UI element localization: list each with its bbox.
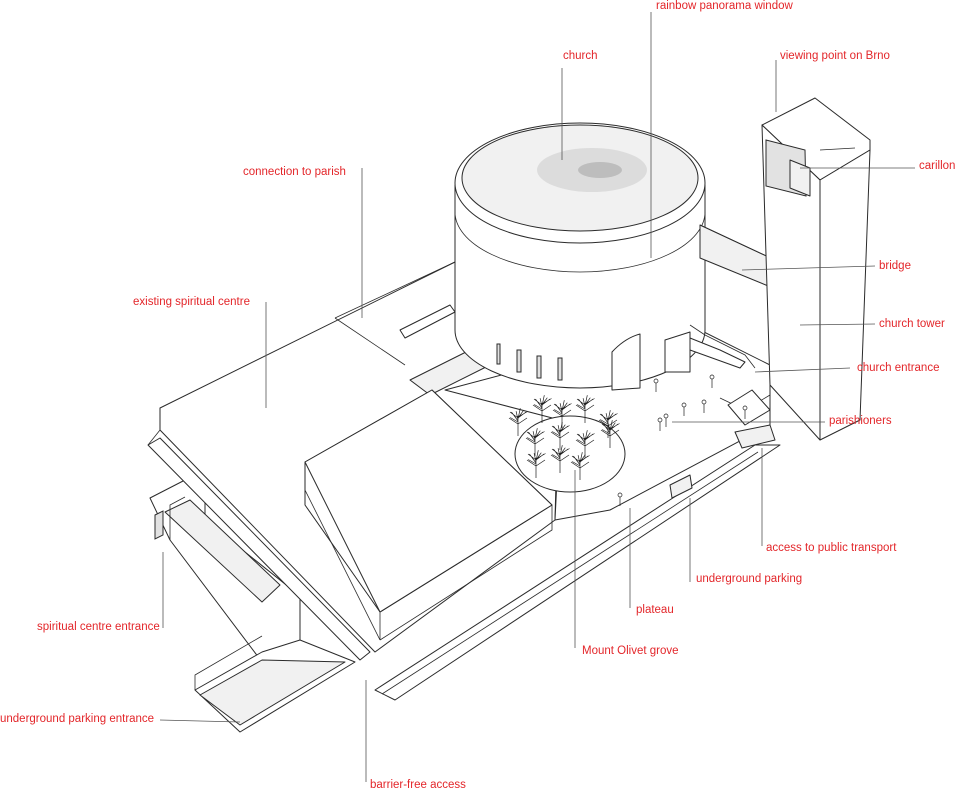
grove-trees: [508, 395, 620, 480]
label-mount-olivet-grove: Mount Olivet grove: [582, 645, 679, 657]
leader-lines: [159, 12, 915, 782]
tree-icon: [598, 410, 618, 438]
church-tower: [761, 97, 871, 441]
raised-roof-block: [304, 389, 553, 641]
tree-icon: [525, 428, 545, 456]
label-underground-parking: underground parking: [696, 573, 803, 585]
church-cylinder: [454, 122, 706, 391]
label-church-tower: church tower: [879, 318, 945, 330]
mount-olivet-grove: [514, 415, 626, 493]
label-underground-parking-entrance: underground parking entrance: [0, 713, 155, 725]
label-spiritual-centre-entrance: spiritual centre entrance: [37, 621, 160, 633]
underground-parking-strip: [374, 444, 781, 701]
tree-icon: [570, 452, 590, 480]
tree-icon: [526, 450, 546, 478]
label-parishioners: parishioners: [829, 415, 892, 427]
tree-icon: [600, 420, 620, 448]
tree-icon: [550, 422, 570, 450]
label-church-entrance: church entrance: [857, 362, 940, 374]
parishioners-figures: [617, 374, 748, 506]
label-rainbow-panorama-window: rainbow panorama window: [656, 0, 793, 12]
spiritual-centre-entrance-wing: [149, 479, 356, 733]
label-carillon: carillon: [919, 160, 956, 172]
tree-icon: [575, 395, 595, 423]
tree-icon: [552, 400, 572, 428]
label-existing-spiritual-centre: existing spiritual centre: [133, 296, 250, 308]
label-viewing-point: viewing point on Brno: [780, 50, 890, 62]
tree-icon: [532, 395, 552, 423]
tree-icon: [508, 408, 528, 436]
label-barrier-free-access: barrier-free access: [370, 779, 466, 791]
label-connection-to-parish: connection to parish: [243, 166, 346, 178]
plateau-edges: [689, 324, 776, 449]
label-bridge: bridge: [879, 260, 911, 272]
label-plateau: plateau: [636, 604, 674, 616]
tree-icon: [550, 445, 570, 473]
label-access-public-transport: access to public transport: [766, 542, 897, 554]
label-church: church: [563, 50, 598, 62]
tree-icon: [575, 430, 595, 458]
